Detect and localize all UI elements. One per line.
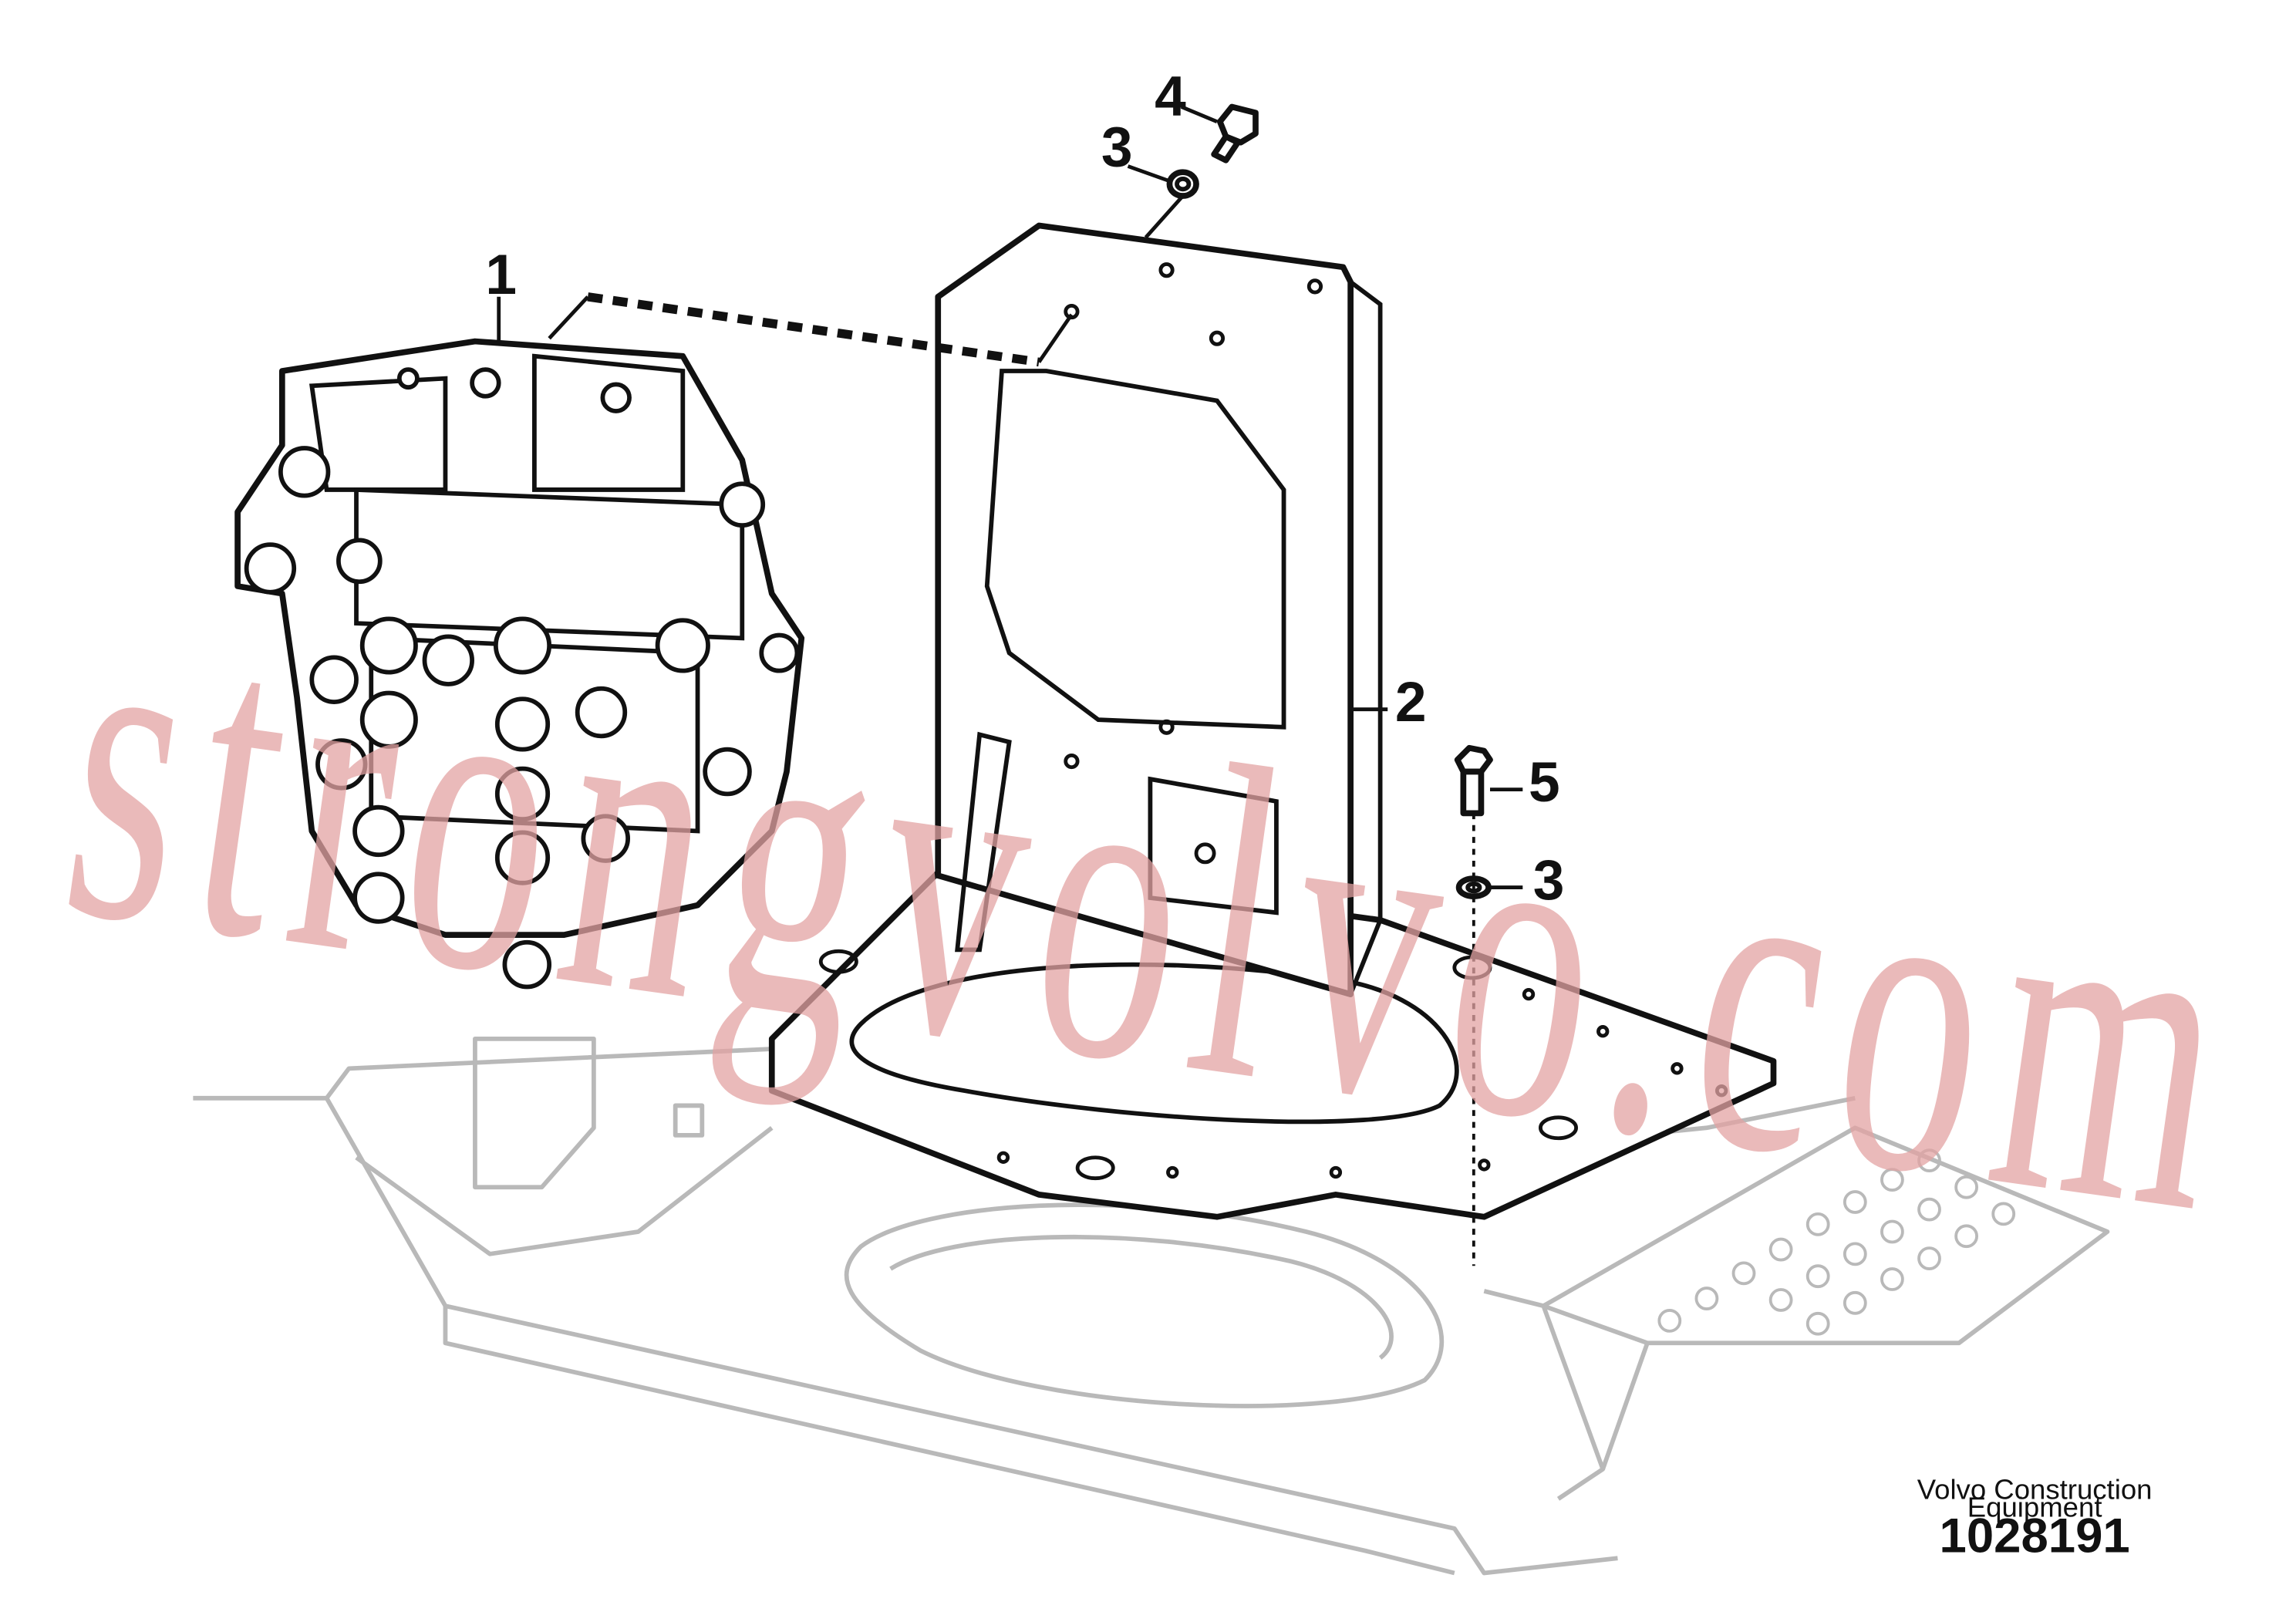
callout-4: 4	[1155, 66, 1186, 128]
callout-5: 5	[1529, 751, 1560, 814]
callouts: 1 2 3 3 4 5	[485, 66, 1564, 912]
credit-line-2: Equipment	[1967, 1491, 2102, 1523]
leader-lines	[497, 105, 1523, 1266]
credit-line-1: Volvo Construction	[1917, 1473, 2153, 1505]
washer-top	[1166, 169, 1199, 199]
callout-1: 1	[485, 244, 517, 306]
reference-number: 1028191	[1940, 1509, 2130, 1563]
callout-2: 2	[1395, 671, 1427, 733]
callout-3-top: 3	[1101, 116, 1133, 178]
control-valve	[234, 338, 805, 990]
footer-credit: Volvo Construction Equipment 1028191	[1917, 1473, 2153, 1563]
mounting-bracket	[768, 222, 1777, 1220]
bolt-top	[1211, 103, 1259, 164]
callout-3-right: 3	[1533, 849, 1565, 912]
